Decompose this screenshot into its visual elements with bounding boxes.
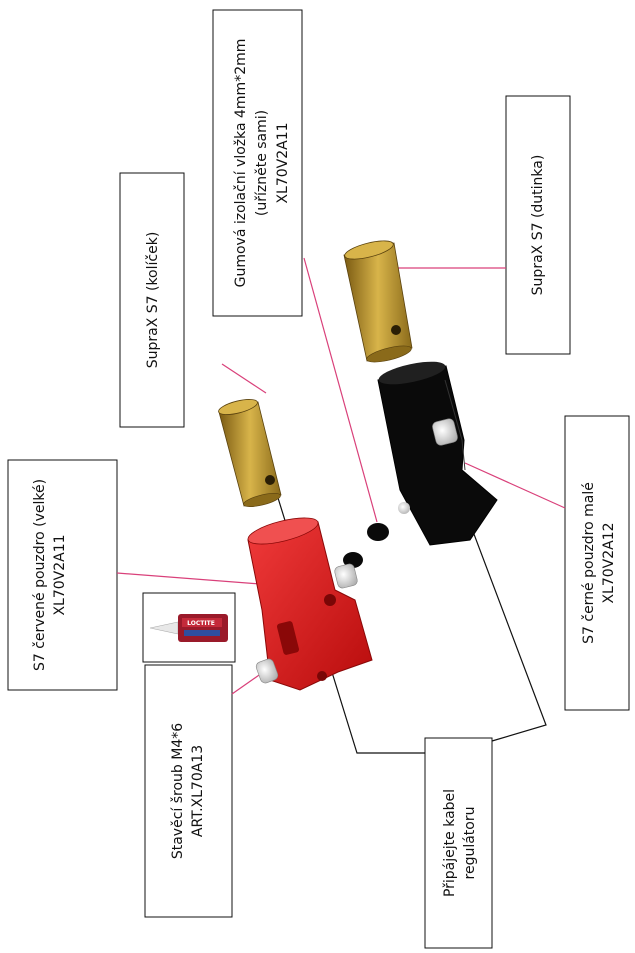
brass-sleeve [343,237,413,365]
insulation-label-line3: XL70V2A11 [275,122,291,203]
insulation-label-line2: (uřízněte sami) [254,110,270,216]
red-housing-label-line2: XL70V2A11 [52,534,68,615]
black-housing-label-line2: XL70V2A12 [601,522,617,603]
leader-screw [232,673,262,694]
threadlocker-bottle-image: LOCTITE [143,593,235,662]
brass-pin [217,396,282,509]
solder-label-line2: regulátoru [462,807,478,880]
red-housing-label-line1: S7 červené pouzdro (velké) [32,479,48,671]
pin-label-box: SupraX S7 (kolíček) [120,173,184,427]
insulation-label-box: Gumová izolační vložka 4mm*2mm (uřízněte… [213,10,302,316]
pin-label: SupraX S7 (kolíček) [145,232,161,369]
screw-label-box: Stavěcí šroub M4*6 ART.XL70A13 [145,665,232,917]
black-housing-label-line1: S7 černé pouzdro malé [581,482,597,644]
red-housing-label-box: S7 červené pouzdro (velké) XL70V2A11 [8,460,117,690]
solder-label-box: Připájejte kabel regulátoru [425,738,492,948]
sleeve-label-box: SupraX S7 (dutinka) [506,96,570,354]
insulation-label-line1: Gumová izolační vložka 4mm*2mm [233,39,249,288]
leader-red [117,573,260,584]
screw-label-line1: Stavěcí šroub M4*6 [170,723,186,859]
black-housing-label-box: S7 černé pouzdro malé XL70V2A12 [565,416,629,710]
leader-solder-right [463,505,546,741]
leader-pin [222,364,266,393]
black-housing [377,357,497,545]
solder-label-line1: Připájejte kabel [442,789,458,897]
bottle-logo: LOCTITE [187,620,215,627]
screw-label-line2: ART.XL70A13 [190,745,206,837]
sleeve-label: SupraX S7 (dutinka) [530,155,546,296]
rubber-insulation-pieces [343,502,410,568]
